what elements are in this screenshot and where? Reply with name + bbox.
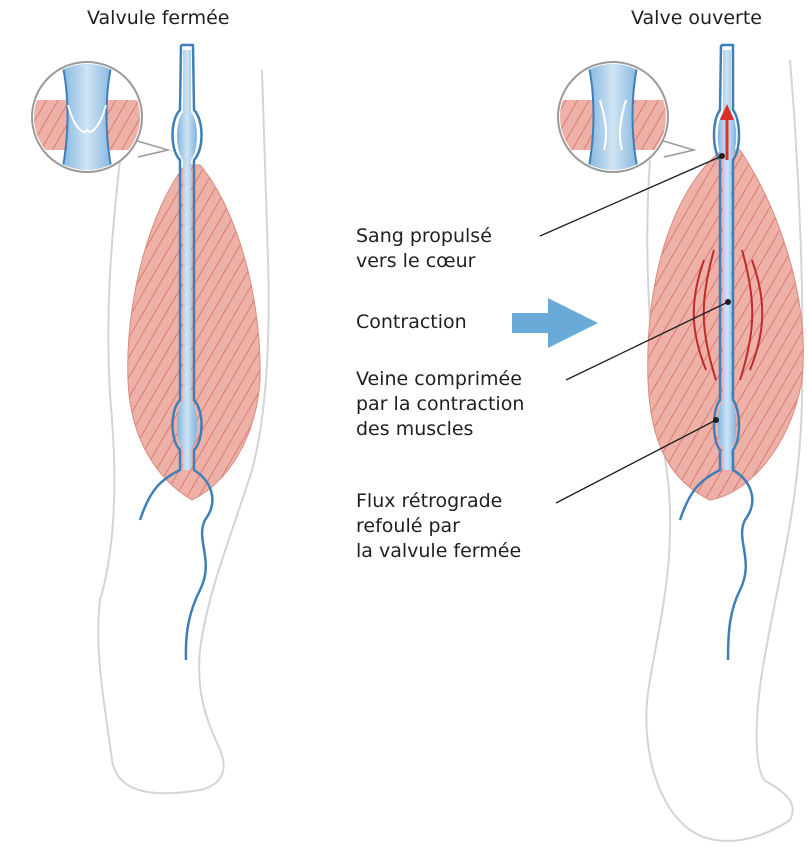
title-open-valve: Valve ouverte [631,7,762,29]
label-blood-up-line1: Sang propulsé [356,224,492,249]
left-leg [30,45,269,793]
label-vein-compressed-line2: par la contraction [356,392,524,417]
label-backflow-line2: refoulé par [356,514,521,539]
contraction-arrow [512,298,598,348]
label-contraction: Contraction [356,310,467,335]
right-leg [555,45,803,841]
label-vein-compressed-line1: Veine comprimée [356,367,524,392]
label-vein-compressed-line3: des muscles [356,417,524,442]
label-backflow-line3: la valvule fermée [356,539,521,564]
label-vein-compressed: Veine comprimée par la contraction des m… [356,367,524,442]
label-blood-up-line2: vers le cœur [356,249,492,274]
label-backflow: Flux rétrograde refoulé par la valvule f… [356,489,521,564]
label-backflow-line1: Flux rétrograde [356,489,521,514]
title-closed-valve: Valvule fermée [87,7,229,29]
label-blood-up: Sang propulsé vers le cœur [356,224,492,274]
